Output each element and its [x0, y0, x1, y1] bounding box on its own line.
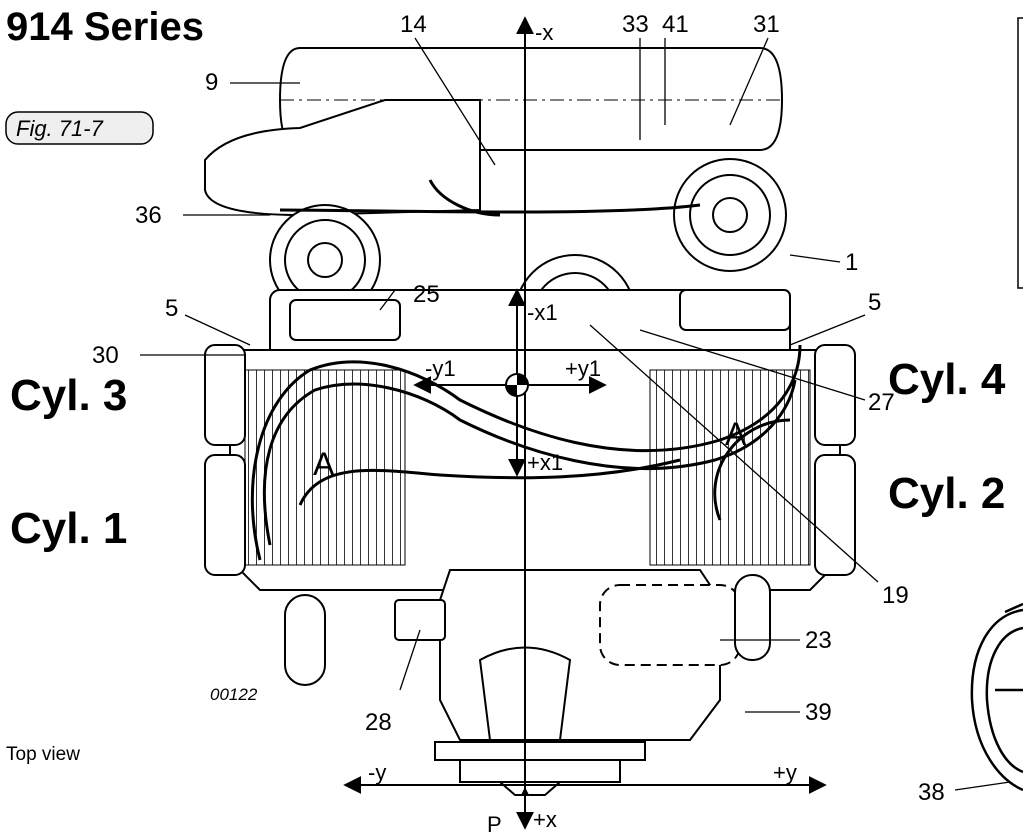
- callout-30: 30: [92, 342, 119, 369]
- view-label: Top view: [6, 744, 80, 765]
- page-title: 914 Series: [6, 5, 204, 49]
- callout-5-right: 5: [868, 289, 881, 316]
- callout-1: 1: [845, 249, 858, 276]
- axis-label-neg-y: -y: [368, 760, 386, 785]
- callout-28: 28: [365, 709, 392, 736]
- callout-38: 38: [918, 779, 945, 806]
- callout-23: 23: [805, 627, 832, 654]
- callout-33: 33: [622, 11, 649, 38]
- callout-5-left: 5: [165, 295, 178, 322]
- callout-25: 25: [413, 281, 440, 308]
- callouts: 9 14 33 41 31 36 1 25 5 5 30 27 19 23 28…: [92, 11, 945, 806]
- drawing-number: 00122: [210, 685, 258, 704]
- axis-label-pos-x: +x: [533, 807, 557, 832]
- callout-41: 41: [662, 11, 689, 38]
- callout-19: 19: [882, 582, 909, 609]
- callout-a-right: A: [725, 416, 747, 452]
- axis-label-pos-y: +y: [773, 760, 797, 785]
- axis-label-neg-x1: -x1: [527, 300, 558, 325]
- axis-label-neg-y1: -y1: [425, 356, 456, 381]
- callout-31: 31: [753, 11, 780, 38]
- coolant-hoses: [250, 179, 802, 561]
- axis-label-pos-y1: +y1: [565, 356, 601, 381]
- figure-ref-box: [5, 111, 154, 145]
- callout-9: 9: [205, 69, 218, 96]
- callout-36: 36: [135, 202, 162, 229]
- axis-label-neg-x: -x: [535, 20, 553, 45]
- cylinder-1-label: Cyl. 1: [10, 504, 127, 553]
- callout-a-left: A: [313, 446, 335, 482]
- right-frame-fragment: [1017, 17, 1023, 289]
- axis-label-pos-x1: +x1: [527, 450, 563, 475]
- callout-39: 39: [805, 699, 832, 726]
- callout-14: 14: [400, 11, 427, 38]
- point-p-label: P: [487, 812, 502, 837]
- center-of-gravity-icon: [505, 373, 529, 397]
- cylinder-4-label: Cyl. 4: [888, 355, 1006, 404]
- cylinder-3-label: Cyl. 3: [10, 371, 127, 420]
- figure-ref: Fig. 71-7: [16, 116, 104, 141]
- cylinder-2-label: Cyl. 2: [888, 469, 1005, 518]
- callout-27: 27: [868, 389, 895, 416]
- leader-lines: [140, 37, 1011, 791]
- engine-body: [204, 47, 856, 796]
- hose-fragment-38: [970, 602, 1023, 792]
- point-p-icon: [521, 787, 529, 795]
